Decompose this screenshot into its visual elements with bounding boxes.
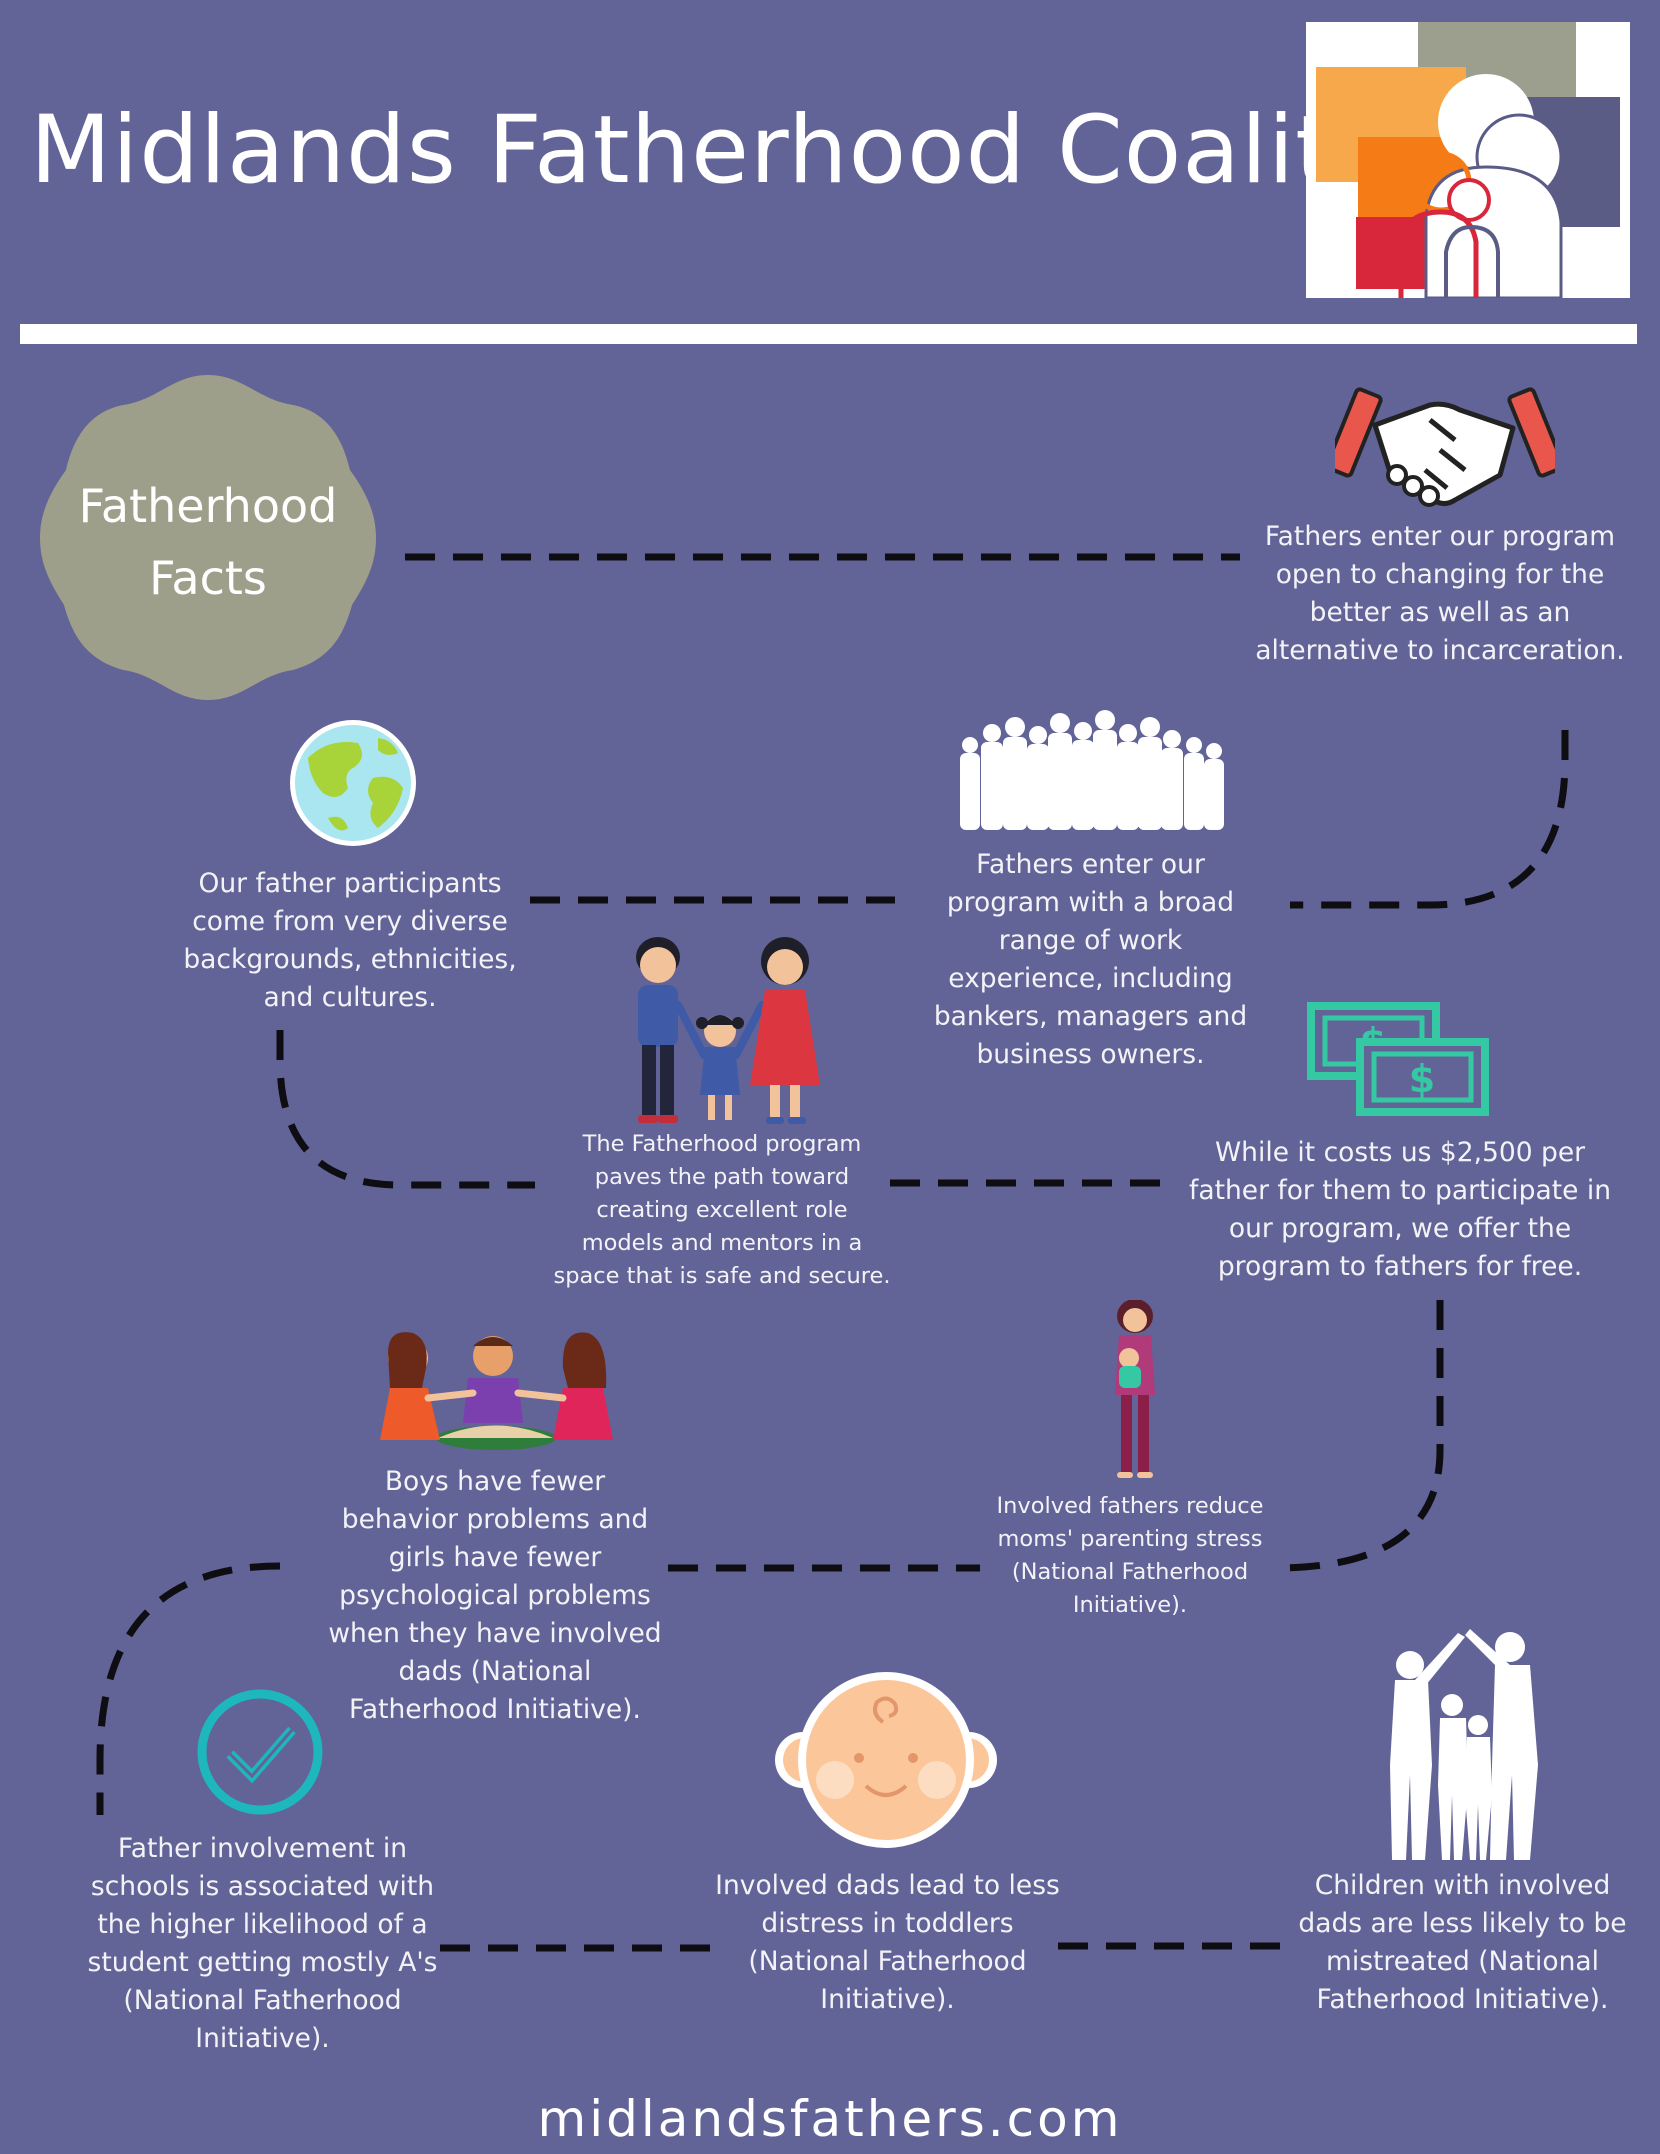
fatherhood-facts-badge	[40, 375, 376, 700]
fact-program-cost: While it costs us $2,500 per father for …	[1189, 1137, 1611, 1282]
mother-and-baby-icon	[1105, 1300, 1165, 1480]
crowd-silhouette-icon	[950, 705, 1230, 830]
fact-role-models: The Fatherhood program paves the path to…	[553, 1131, 891, 1289]
money-bills-icon: $ $	[1305, 1000, 1490, 1118]
badge-line-1: Fatherhood	[78, 479, 338, 533]
badge-title: Fatherhood Facts	[38, 470, 378, 614]
handshake-icon	[1335, 380, 1555, 510]
globe-icon	[288, 718, 418, 848]
father-with-children-icon	[378, 1328, 613, 1453]
website-footer[interactable]: midlandsfathers.com	[537, 2090, 1123, 2148]
fact-moms-stress: Involved fathers reduce moms' parenting …	[996, 1493, 1264, 1618]
fact-diverse-backgrounds: Our father participants come from very d…	[183, 868, 517, 1013]
fact-work-experience: Fathers enter our program with a broad r…	[933, 849, 1248, 1070]
fact-toddler-distress: Involved dads lead to less distress in t…	[715, 1870, 1060, 2015]
family-silhouette-icon	[1370, 1625, 1555, 1860]
svg-text:$: $	[1409, 1057, 1435, 1101]
fact-incarceration-alternative: Fathers enter our program open to changi…	[1255, 521, 1625, 666]
fact-behavior-problems: Boys have fewer behavior problems and gi…	[328, 1466, 662, 1725]
family-icon	[620, 935, 830, 1125]
checkmark-icon	[196, 1688, 324, 1816]
fact-child-mistreatment: Children with involved dads are less lik…	[1298, 1870, 1627, 2015]
header-divider	[20, 324, 1637, 344]
badge-line-2: Facts	[149, 551, 267, 605]
baby-face-icon	[773, 1670, 999, 1850]
fact-school-grades: Father involvement in schools is associa…	[87, 1833, 438, 2054]
page-title: Midlands Fatherhood Coalition	[30, 96, 1480, 205]
coalition-logo	[1306, 22, 1630, 298]
